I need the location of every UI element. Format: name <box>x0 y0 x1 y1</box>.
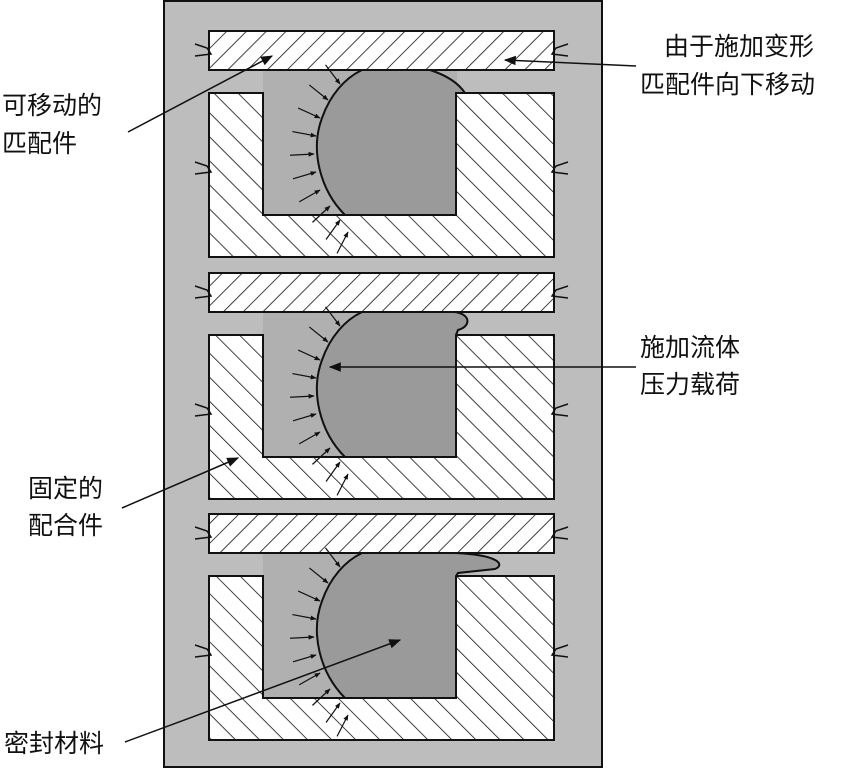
break-mark <box>194 644 213 658</box>
break-mark <box>194 161 213 175</box>
pressure-arrow <box>336 473 349 496</box>
seal-material <box>315 311 469 458</box>
break-mark <box>550 43 569 57</box>
break-mark <box>550 644 569 658</box>
break-mark <box>550 285 569 299</box>
pressure-arrow <box>308 567 329 584</box>
label-movable-part-line2: 匹配件 <box>2 129 77 158</box>
label-fluid-pressure-line2: 压力载荷 <box>640 370 740 399</box>
label-fixed-part-line1: 固定的 <box>28 474 103 503</box>
pressure-arrow <box>336 231 349 254</box>
leader-fixed-part <box>121 457 240 509</box>
label-fluid-pressure-line1: 施加流体 <box>640 333 740 362</box>
pressure-arrow <box>336 714 349 737</box>
pressure-arrow <box>312 447 331 465</box>
leader-deformation <box>503 55 637 67</box>
break-mark <box>550 526 569 540</box>
label-deformation-line1: 由于施加变形 <box>664 32 814 61</box>
pressure-arrow <box>325 306 341 327</box>
break-mark <box>194 285 213 299</box>
pressure-arrow <box>292 171 317 180</box>
pressure-arrow <box>325 64 341 85</box>
pressure-arrow <box>298 672 321 686</box>
label-movable-part-line1: 可移动的 <box>2 91 102 120</box>
pressure-arrow <box>325 461 341 482</box>
movable-plate <box>208 272 555 313</box>
break-mark <box>550 403 569 417</box>
leader-seal-material <box>124 639 402 743</box>
seal-material <box>315 69 467 216</box>
pressure-arrow <box>292 654 317 663</box>
pressure-arrow <box>292 372 317 380</box>
movable-plate <box>208 30 555 71</box>
pressure-arrow <box>325 219 341 240</box>
pressure-arrow <box>312 688 331 706</box>
pressure-arrow <box>297 349 321 361</box>
break-mark <box>194 43 213 57</box>
pressure-arrow <box>290 151 315 157</box>
stages-group <box>194 30 569 741</box>
pressure-arrow <box>308 84 329 101</box>
movable-plate <box>208 513 555 554</box>
pressure-arrow <box>325 702 341 723</box>
pressure-arrow <box>290 393 315 399</box>
pressure-arrow <box>297 107 321 119</box>
pressure-arrow <box>308 326 329 343</box>
label-fixed-part-line2: 配合件 <box>28 511 103 540</box>
label-seal-material: 密封材料 <box>4 729 104 758</box>
pressure-arrow <box>292 413 317 422</box>
pressure-arrow <box>325 547 341 568</box>
pressure-arrow <box>312 205 331 223</box>
seal-material <box>315 552 501 699</box>
pressure-arrow <box>292 613 317 621</box>
pressure-arrow <box>292 130 317 138</box>
pressure-arrow <box>298 189 321 203</box>
label-deformation-line2: 匹配件向下移动 <box>640 70 815 99</box>
pressure-arrow <box>290 634 315 640</box>
break-mark <box>550 161 569 175</box>
pressure-arrow <box>297 590 321 602</box>
break-mark <box>194 526 213 540</box>
break-mark <box>194 403 213 417</box>
pressure-arrow <box>298 431 321 445</box>
leader-movable-part <box>127 55 274 133</box>
